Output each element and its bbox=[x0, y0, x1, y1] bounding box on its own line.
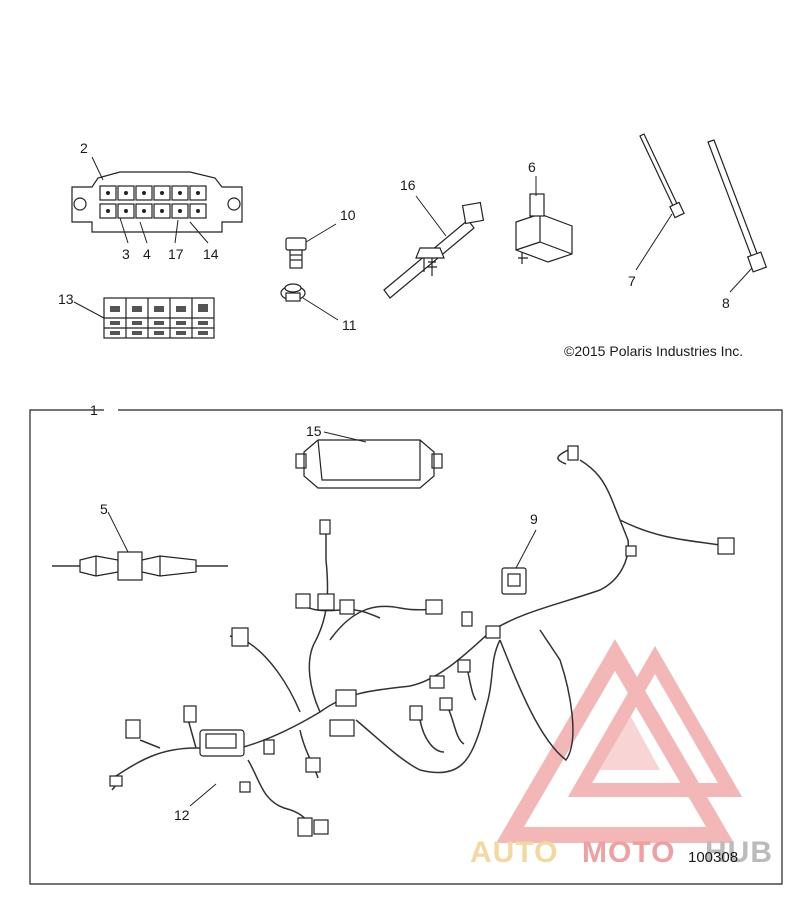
part-1-frame bbox=[29, 409, 783, 885]
copyright-notice: ©2015 Polaris Industries Inc. bbox=[564, 343, 743, 359]
part-9-connector bbox=[501, 567, 527, 595]
fuse-relay-slots bbox=[99, 185, 207, 219]
watermark-logo bbox=[496, 639, 743, 843]
part-16-cable-tie-clip bbox=[383, 201, 485, 299]
part-7-cable-tie bbox=[639, 133, 685, 219]
watermark-text-hub: HUB bbox=[705, 836, 773, 869]
part-10-bolt bbox=[285, 237, 307, 269]
callout-13: 13 bbox=[58, 291, 74, 307]
part-5-inline-fuse-harness bbox=[52, 551, 228, 581]
callout-11: 11 bbox=[342, 317, 357, 333]
part-15-module-cover bbox=[295, 439, 443, 489]
figure-number: 100308 bbox=[688, 849, 738, 866]
part-2-connector-block bbox=[71, 171, 243, 233]
callout-3: 3 bbox=[122, 246, 130, 262]
callout-8: 8 bbox=[722, 295, 730, 311]
part-6-plug-connector bbox=[515, 193, 573, 264]
harness-connectors bbox=[109, 445, 735, 837]
callout-15: 15 bbox=[306, 423, 322, 439]
callout-14: 14 bbox=[203, 246, 219, 262]
watermark-text-moto: MOTO bbox=[582, 836, 675, 869]
callout-12: 12 bbox=[174, 807, 190, 823]
part-13-label-decal bbox=[103, 297, 215, 339]
callout-2: 2 bbox=[80, 140, 88, 156]
callout-6: 6 bbox=[528, 159, 536, 175]
callout-4: 4 bbox=[143, 246, 151, 262]
callout-1: 1 bbox=[90, 402, 98, 418]
callout-9: 9 bbox=[530, 511, 538, 527]
watermark-text-auto: AUTO bbox=[470, 836, 558, 869]
part-11-grommet bbox=[280, 283, 306, 302]
part-8-cable-tie bbox=[707, 139, 768, 273]
callout-10: 10 bbox=[340, 207, 356, 223]
callout-17: 17 bbox=[168, 246, 184, 262]
callout-7: 7 bbox=[628, 273, 636, 289]
callout-16: 16 bbox=[400, 177, 416, 193]
callout-5: 5 bbox=[100, 501, 108, 517]
